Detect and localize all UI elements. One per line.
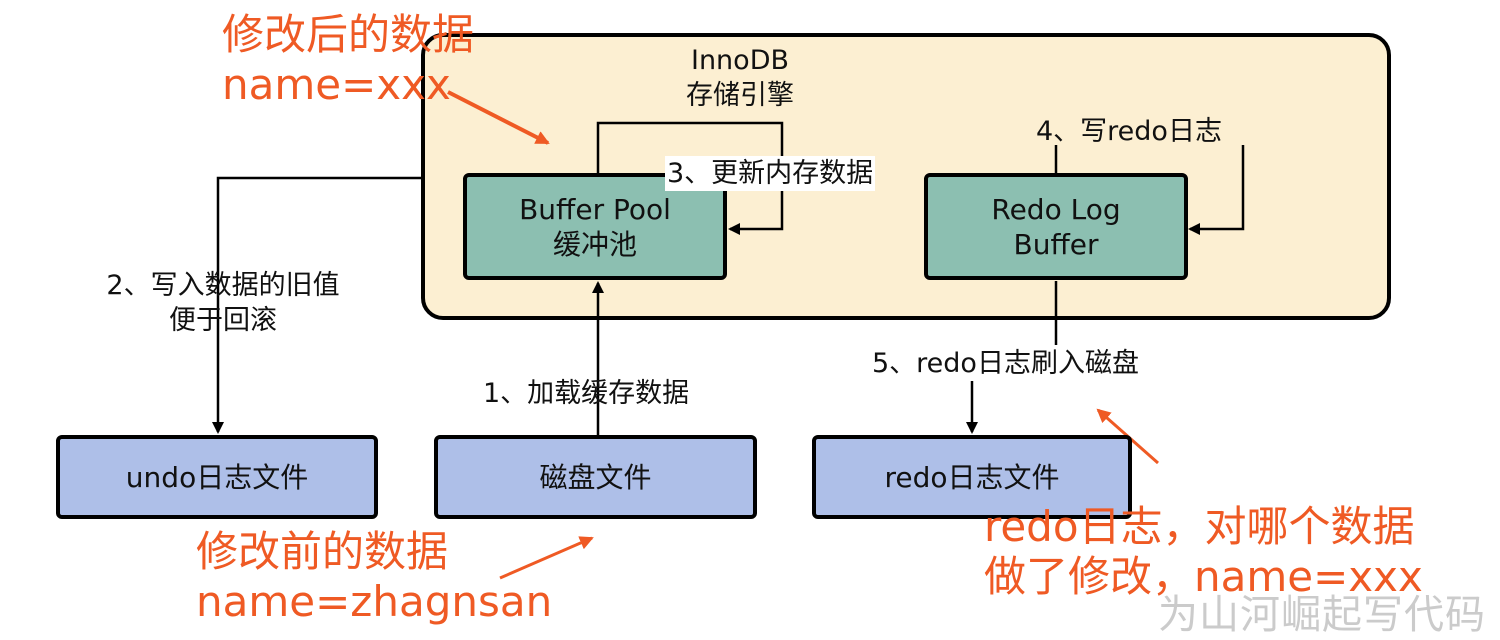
buffer-pool-line1: Buffer Pool (519, 192, 671, 226)
annotation-before-modify: 修改前的数据 name=zhagnsan (196, 527, 552, 628)
annotation-after-line2: name=xxx (222, 60, 451, 110)
disk-file-label: 磁盘文件 (539, 460, 652, 494)
annotation-before-line2: name=zhagnsan (196, 577, 553, 627)
redo-log-file-label: redo日志文件 (884, 460, 1060, 494)
redo-log-buffer-line2: Buffer (1013, 227, 1099, 261)
annotation-arrow-after (447, 90, 550, 145)
step1-label: 1、加载缓存数据 (483, 378, 690, 409)
engine-title: InnoDB 存储引擎 (640, 43, 840, 113)
annotation-redo: redo日志，对哪个数据 做了修改，name=xxx (984, 502, 1423, 603)
annotation-after-line1: 修改后的数据 (222, 10, 475, 59)
annotation-before-line1: 修改前的数据 (196, 527, 449, 576)
engine-title-line1: InnoDB (690, 45, 790, 76)
step2-line1: 2、写入数据的旧值 (106, 270, 340, 301)
step5-label: 5、redo日志刷入磁盘 (872, 348, 1139, 379)
arrow-write-undo (212, 176, 423, 434)
buffer-pool-line2: 缓冲池 (552, 227, 637, 261)
arrow-write-redo (1188, 145, 1245, 235)
step2-label: 2、写入数据的旧值 便于回滚 (78, 268, 368, 338)
engine-title-line2: 存储引擎 (686, 80, 794, 112)
redo-log-buffer-line1: Redo Log (991, 192, 1121, 226)
disk-file-box: 磁盘文件 (434, 435, 757, 519)
watermark: 为山河崛起写代码 (1158, 592, 1486, 638)
annotation-redo-line1: redo日志，对哪个数据 (984, 502, 1415, 551)
arrow-update-memory (596, 121, 784, 235)
annotation-arrow-before (499, 536, 594, 580)
redo-log-buffer-box: Redo Log Buffer (924, 173, 1188, 280)
step3-label: 3、更新内存数据 (665, 156, 876, 192)
undo-log-file-box: undo日志文件 (56, 435, 378, 519)
step4-label: 4、写redo日志 (1036, 116, 1222, 147)
annotation-redo-line2: 做了修改，name=xxx (984, 552, 1423, 602)
annotation-after-modify: 修改后的数据 name=xxx (222, 10, 474, 111)
redo-log-file-box: redo日志文件 (812, 435, 1132, 519)
step2-line2: 便于回滚 (169, 305, 277, 337)
undo-log-file-label: undo日志文件 (125, 460, 309, 494)
